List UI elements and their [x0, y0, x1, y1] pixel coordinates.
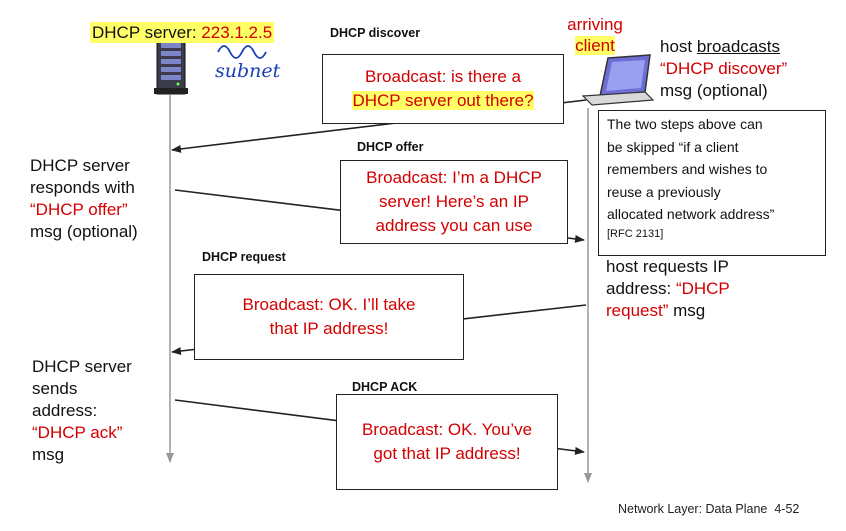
note-line-1: The two steps above can — [607, 116, 763, 132]
arriving-label-line2: client — [560, 35, 630, 56]
request-message-box: Broadcast: OK. I’ll take that IP address… — [194, 274, 464, 360]
offer-title: DHCP offer — [357, 140, 424, 154]
discover-line-2: DHCP server out there? — [352, 91, 534, 110]
server-ack-line-2: sends — [32, 379, 78, 398]
host-request-line-1: host requests IP — [606, 257, 729, 276]
host-request-line-2: address: “DHCP — [606, 279, 730, 298]
request-line-2: that IP address! — [269, 319, 389, 338]
host-request-text: host requests IP address: “DHCP request”… — [606, 256, 730, 322]
squiggle-annotation — [217, 45, 267, 59]
discover-quoted: “DHCP discover” — [660, 59, 788, 78]
request-message-text: Broadcast: OK. I’ll take that IP address… — [243, 293, 416, 341]
subnet-annotation: subnet — [215, 60, 281, 82]
discover-line-1: Broadcast: is there a — [365, 67, 521, 86]
server-ip: 223.1.2.5 — [201, 23, 273, 42]
server-offer-line-2: responds with — [30, 178, 135, 197]
host-broadcasts-line1: host broadcasts — [660, 36, 787, 58]
ack-message-text: Broadcast: OK. You’ve got that IP addres… — [362, 418, 532, 466]
server-offer-line-1: DHCP server — [30, 156, 130, 175]
discover-message-text: Broadcast: is there a DHCP server out th… — [352, 65, 534, 113]
ack-line-2: got that IP address! — [373, 444, 521, 463]
server-ack-text: DHCP server sends address: “DHCP ack” ms… — [32, 356, 132, 466]
server-tower-icon — [154, 37, 188, 95]
ack-line-1: Broadcast: OK. You’ve — [361, 420, 533, 439]
host-prefix: host — [660, 37, 697, 56]
rfc-note-box: The two steps above can be skipped “if a… — [598, 110, 826, 256]
discover-message-box: Broadcast: is there a DHCP server out th… — [322, 54, 564, 124]
request-line-1: Broadcast: OK. I’ll take — [242, 295, 416, 314]
ack-message-box: Broadcast: OK. You’ve got that IP addres… — [336, 394, 558, 490]
host-broadcasts-suffix: msg (optional) — [660, 81, 768, 100]
note-line-5: allocated network address” — [607, 206, 775, 222]
laptop-icon — [581, 54, 655, 106]
server-offer-text: DHCP server responds with “DHCP offer” m… — [30, 155, 138, 243]
offer-message-box: Broadcast: I’m a DHCP server! Here’s an … — [340, 160, 568, 244]
arriving-client-label: arriving client — [560, 14, 630, 56]
server-label-prefix: DHCP server: — [92, 23, 197, 42]
request-title: DHCP request — [202, 250, 286, 264]
offer-line-3: address you can use — [375, 216, 533, 235]
ack-quoted: “DHCP ack” — [32, 423, 123, 442]
discover-title: DHCP discover — [330, 26, 421, 40]
host-request-suffix: msg — [668, 301, 706, 320]
host-request-line-3: request” msg — [606, 300, 730, 322]
broadcasts-word: broadcasts — [696, 37, 781, 56]
offer-line-1: Broadcast: I’m a DHCP — [366, 168, 542, 187]
server-ack-line-3: address: — [32, 401, 98, 420]
slide-footer: Network Layer: Data Plane 4-52 — [618, 502, 800, 516]
server-ack-line-1: DHCP server — [32, 357, 132, 376]
note-line-4: reuse a previously — [607, 183, 721, 200]
arriving-label-line1: arriving — [567, 15, 623, 34]
rfc-reference: [RFC 2131] — [607, 227, 664, 240]
server-label: DHCP server: 223.1.2.5 — [90, 22, 275, 43]
offer-line-2: server! Here’s an IP — [379, 192, 529, 211]
note-line-2: be skipped “if a client — [607, 138, 739, 155]
offer-quoted: “DHCP offer” — [30, 200, 128, 219]
ack-title: DHCP ACK — [352, 380, 418, 394]
host-broadcasts-text: host broadcasts “DHCP discover” msg (opt… — [660, 36, 787, 102]
client-label: client — [575, 36, 615, 55]
request-quoted-2: request” — [606, 301, 669, 320]
offer-message-text: Broadcast: I’m a DHCP server! Here’s an … — [366, 166, 542, 238]
note-line-3: remembers and wishes to — [607, 161, 768, 177]
request-quoted-1: “DHCP — [675, 279, 730, 298]
server-offer-suffix: msg (optional) — [30, 222, 138, 241]
server-ack-suffix: msg — [32, 445, 65, 464]
